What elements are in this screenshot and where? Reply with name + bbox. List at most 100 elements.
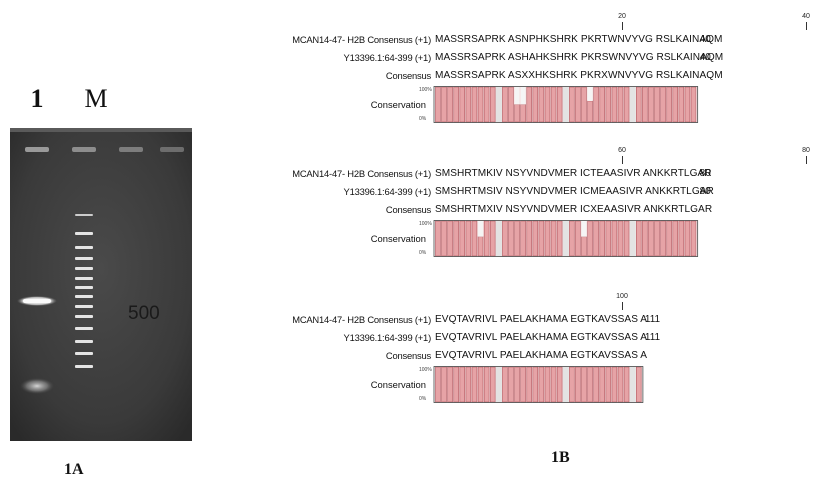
conservation-bar — [483, 366, 490, 403]
position-tick-mark — [806, 22, 807, 30]
consensus-row: Consensus EVQTAVRIVL PAELAKHAMA EGTKAVSSA… — [236, 348, 816, 364]
ladder-band — [75, 352, 93, 355]
conservation-bar — [678, 220, 685, 257]
conservation-bar — [441, 86, 447, 123]
sequence-text: MASSRSAPRK ASHAHKSHRK PKRSWNVYVG RSLKAIN… — [435, 52, 724, 63]
sequence-row: Y13396.1:64-399 (+1)MASSRSAPRK ASHAHKSHR… — [236, 50, 816, 66]
conservation-bar — [611, 366, 618, 403]
ladder-band — [75, 365, 93, 368]
sequence-name: MCAN14-47- H2B Consensus (+1) — [292, 168, 431, 179]
conservation-frame — [433, 366, 644, 403]
conservation-bar — [611, 220, 618, 257]
conservation-bar — [489, 220, 496, 257]
sequence-text: EVQTAVRIVL PAELAKHAMA EGTKAVSSAS A — [435, 332, 648, 343]
sequence-text: SMSHRTMXIV NSYVNDVMER ICXEAASIVR ANKKRTL… — [435, 204, 713, 215]
conservation-bar — [611, 86, 618, 123]
lane-label-marker: M — [84, 84, 108, 113]
conservation-bar — [666, 86, 672, 123]
sequence-text: EVQTAVRIVL PAELAKHAMA EGTKAVSSAS A — [435, 350, 648, 361]
conservation-bar — [435, 220, 441, 257]
sequence-row: MCAN14-47- H2B Consensus (+1)MASSRSAPRK … — [236, 32, 816, 48]
conservation-bar — [605, 86, 612, 123]
conservation-bar — [508, 366, 514, 403]
conservation-label: Conservation — [370, 379, 426, 390]
sequence-end-position: 40 — [699, 34, 711, 45]
sequence-row: Y13396.1:64-399 (+1)SMSHRTMSIV NSYVNDVME… — [236, 184, 816, 200]
ladder-band — [75, 340, 93, 343]
position-tick-label: 20 — [618, 13, 626, 20]
conservation-bar — [441, 220, 447, 257]
conservation-bars — [433, 86, 699, 123]
conservation-bar — [617, 220, 624, 257]
position-ruler: 100 — [236, 292, 816, 312]
position-tick-label: 40 — [802, 13, 810, 20]
sequence-end-position: 111 — [644, 332, 661, 343]
conservation-bar — [489, 366, 496, 403]
conservation-bar — [526, 366, 532, 403]
position-tick-label: 100 — [616, 293, 628, 300]
conservation-bar — [617, 366, 624, 403]
conservation-bar — [690, 220, 697, 257]
conservation-separator — [629, 221, 636, 256]
conservation-frame — [433, 220, 699, 257]
conservation-bar — [477, 86, 484, 123]
conservation-bar — [483, 220, 490, 257]
sequence-name: Y13396.1:64-399 (+1) — [343, 332, 432, 343]
conservation-bar — [435, 366, 441, 403]
conservation-bar — [575, 220, 581, 257]
ladder-band — [75, 277, 93, 280]
position-tick-mark — [622, 22, 623, 30]
conservation-bar — [514, 104, 520, 123]
conservation-bar — [605, 220, 612, 257]
sequence-name: Consensus — [385, 204, 431, 215]
conservation-bar — [587, 220, 593, 257]
sequence-name: Y13396.1:64-399 (+1) — [343, 186, 432, 197]
sequence-end-position: 111 — [644, 314, 661, 325]
conservation-bar — [556, 220, 563, 257]
conservation-bar — [684, 220, 691, 257]
conservation-bar — [636, 366, 642, 403]
conservation-bar — [581, 366, 587, 403]
conservation-bar — [660, 220, 666, 257]
conservation-bar — [459, 366, 466, 403]
conservation-bar — [605, 366, 612, 403]
conservation-bar — [544, 86, 551, 123]
conservation-bar — [623, 366, 630, 403]
conservation-bar — [550, 86, 557, 123]
ladder-band — [75, 315, 93, 318]
conservation-bar — [544, 220, 551, 257]
conservation-bar — [672, 86, 679, 123]
conservation-separator — [629, 87, 636, 122]
sequence-text: SMSHRTMKIV NSYVNDVMER ICTEAASIVR ANKKRTL… — [435, 168, 712, 179]
conservation-max-label: 100% — [419, 367, 432, 373]
conservation-bar — [508, 220, 514, 257]
conservation-bar — [453, 86, 459, 123]
conservation-bar — [569, 220, 575, 257]
conservation-bar — [502, 86, 508, 123]
conservation-max-label: 100% — [419, 87, 432, 93]
ladder-band — [75, 327, 93, 330]
conservation-bar — [550, 366, 557, 403]
conservation-bar — [660, 86, 666, 123]
conservation-bar — [599, 86, 605, 123]
conservation-separator — [562, 367, 569, 402]
conservation-bar — [684, 86, 691, 123]
conservation-bar — [514, 366, 520, 403]
conservation-bar — [471, 366, 478, 403]
conservation-bar — [520, 220, 526, 257]
conservation-bar — [538, 86, 545, 123]
conservation-bar — [569, 366, 575, 403]
sequence-text: EVQTAVRIVL PAELAKHAMA EGTKAVSSAS A — [435, 314, 648, 325]
conservation-gap — [520, 87, 526, 105]
marker-size-label: 500 — [128, 303, 160, 324]
sequence-name: Consensus — [385, 350, 431, 361]
conservation-bar — [575, 366, 581, 403]
conservation-separator — [495, 87, 502, 122]
conservation-min-label: 0% — [419, 250, 427, 256]
conservation-bar — [477, 236, 484, 257]
